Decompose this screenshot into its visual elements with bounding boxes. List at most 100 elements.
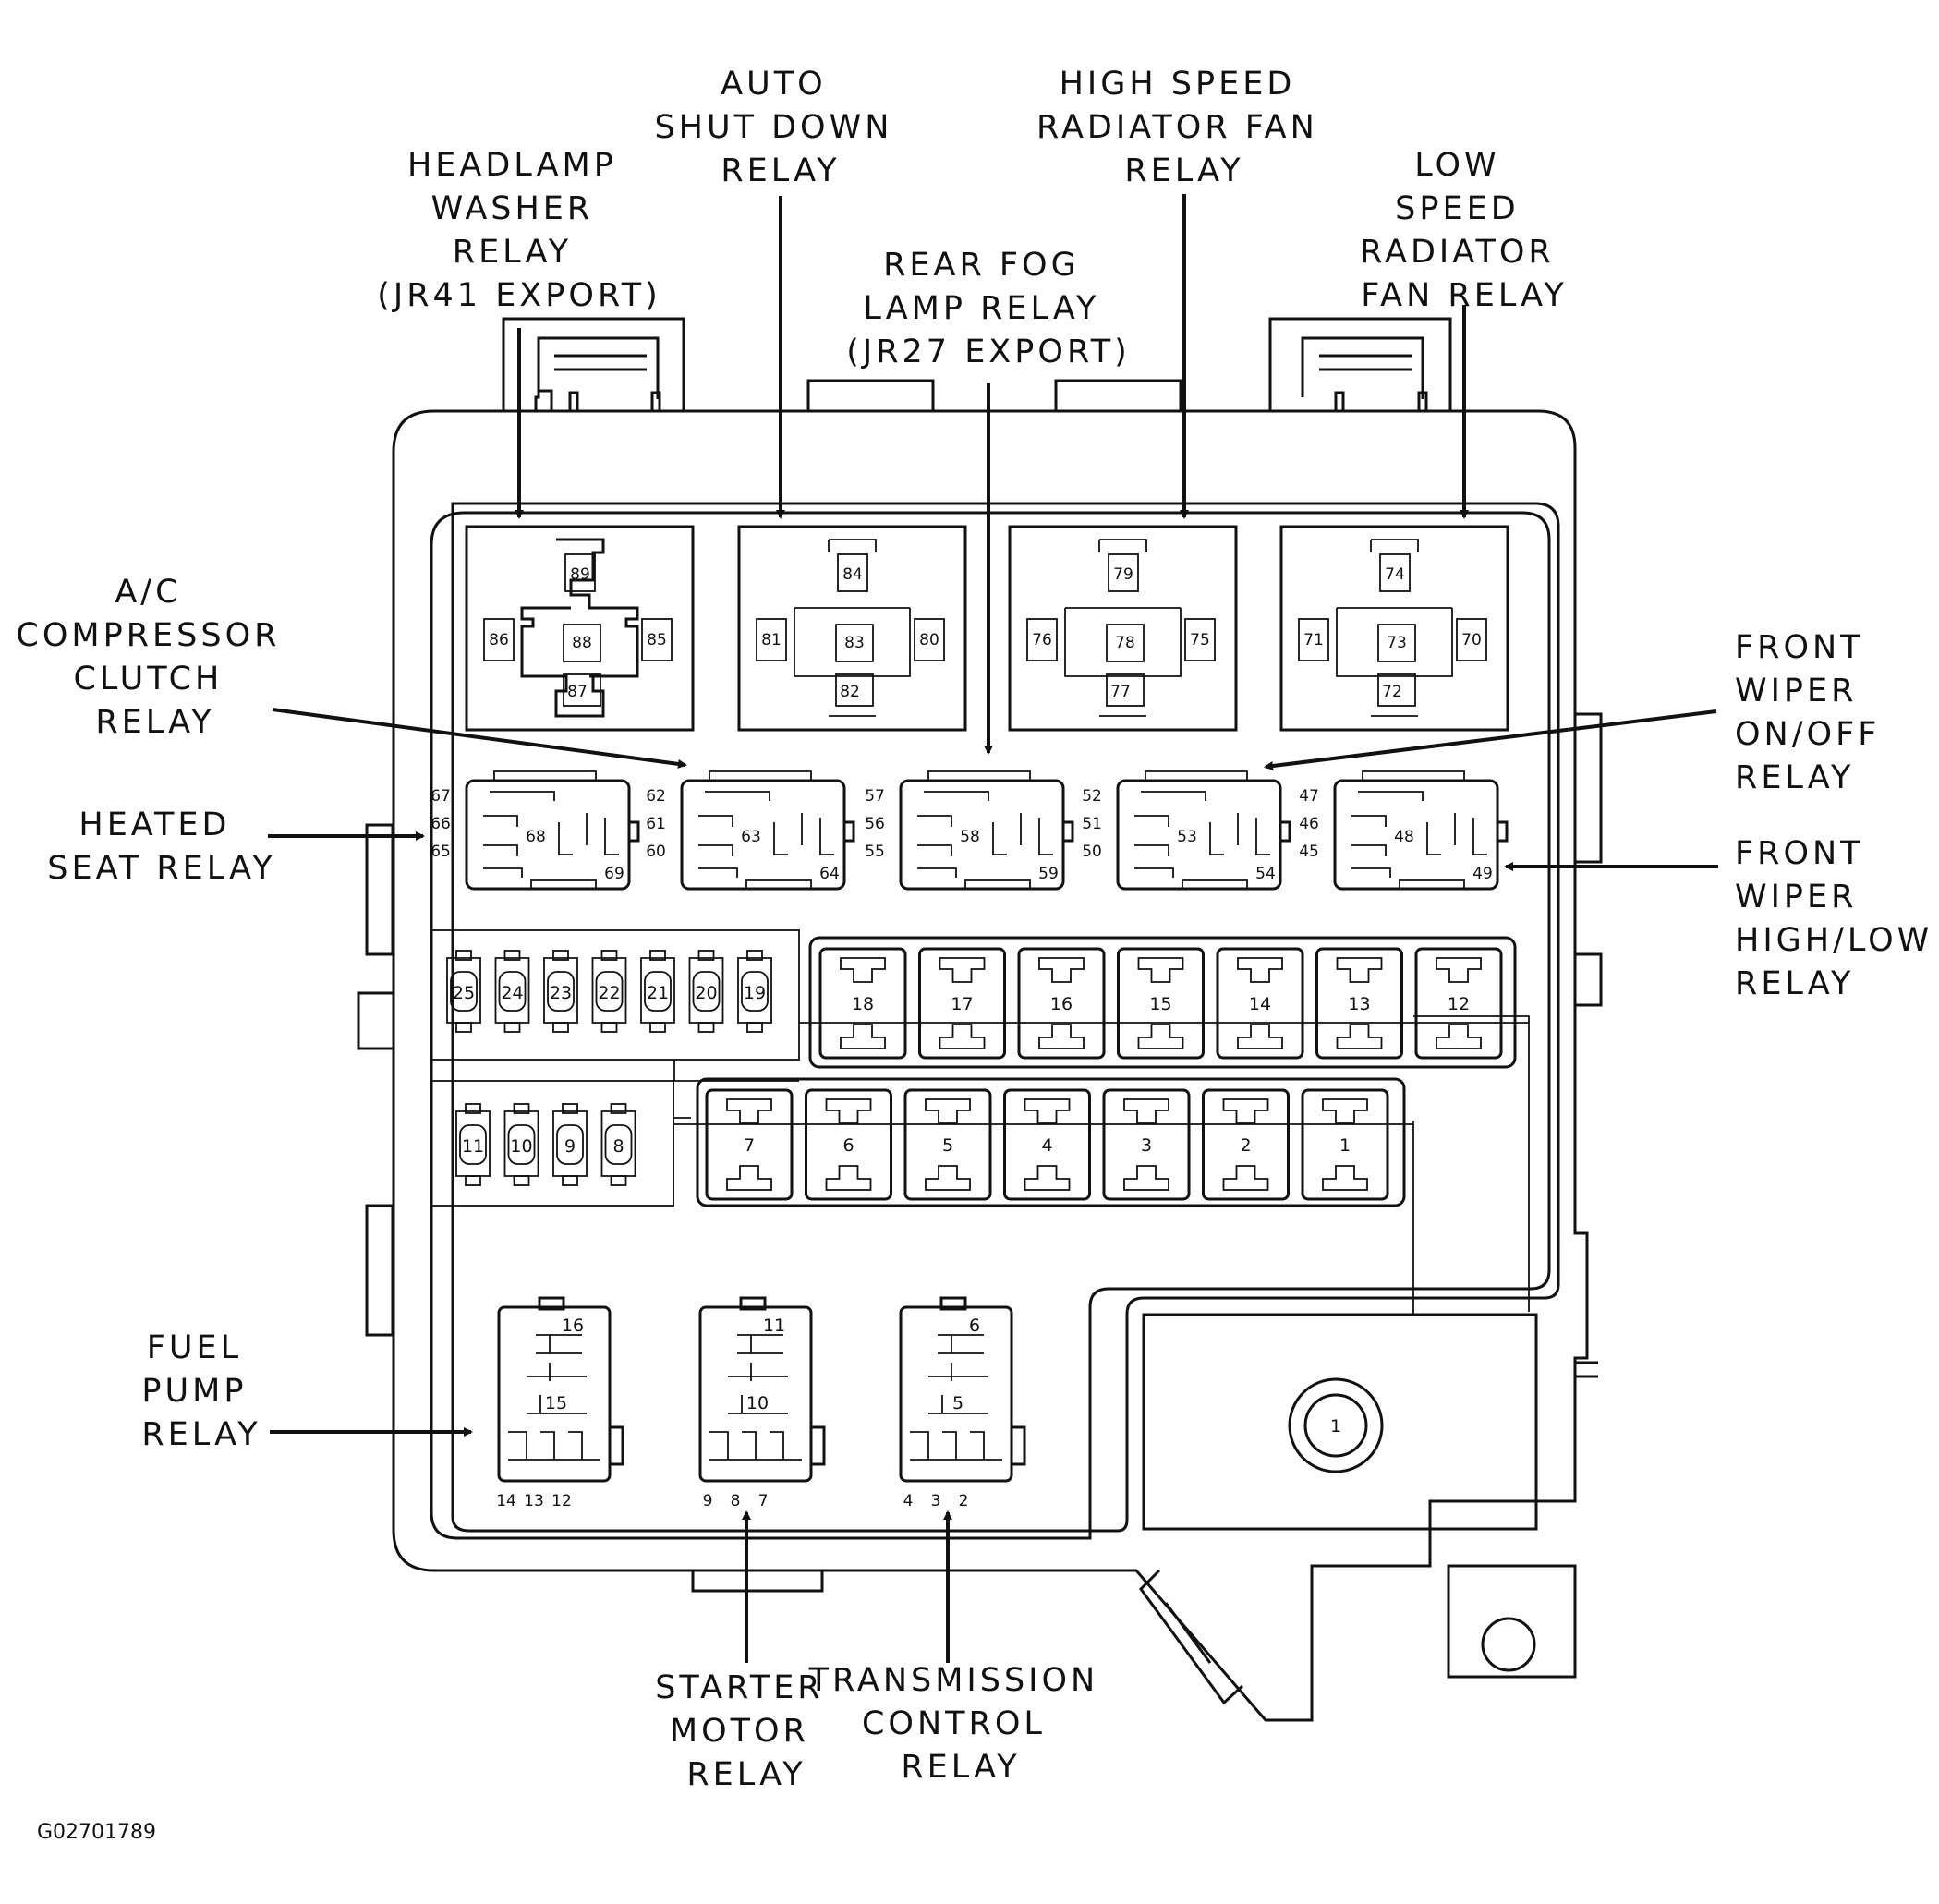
pin-label: 57	[865, 787, 885, 806]
mini-fuse[interactable]: 11	[455, 1103, 491, 1186]
mini-fuse[interactable]: 25	[446, 950, 481, 1033]
stud-label: 1	[1330, 1416, 1341, 1437]
relay-low-speed-fan[interactable]: 74 71 73 70 72	[1279, 525, 1509, 732]
callout-front-wiper-onoff: FRONT WIPER ON/OFF RELAY	[1735, 629, 1894, 796]
fuse-box-housing: 1	[357, 317, 1603, 1722]
fuse-number: 2	[1240, 1135, 1251, 1156]
pin-label: 63	[741, 828, 761, 846]
mini-fuse[interactable]: 24	[494, 950, 530, 1033]
fuse-number: 11	[462, 1136, 484, 1157]
pin-75: 75	[1190, 631, 1210, 649]
cartridge-fuse[interactable]: 4	[1003, 1088, 1091, 1201]
cartridge-fuse[interactable]: 3	[1102, 1088, 1191, 1201]
callout-front-wiper-highlow: FRONT WIPER HIGH/LOW RELAY	[1735, 835, 1939, 1002]
fuse-number: 18	[852, 994, 874, 1014]
pin-label: 13	[524, 1492, 544, 1510]
callout-high-speed-fan: HIGH SPEED RADIATOR FAN RELAY	[1036, 66, 1332, 189]
cartridge-fuse[interactable]: 5	[903, 1088, 992, 1201]
fuse-number: 23	[550, 983, 572, 1003]
cartridge-fuse[interactable]: 14	[1216, 947, 1304, 1060]
pin-label: 4	[903, 1492, 914, 1510]
pin-89: 89	[570, 565, 590, 584]
pin-84: 84	[842, 565, 863, 584]
fuse-number: 14	[1249, 994, 1271, 1014]
mini-fuse[interactable]: 9	[552, 1103, 588, 1186]
pin-label: 59	[1038, 865, 1059, 883]
fuse-number: 10	[510, 1136, 532, 1157]
pin-label: 55	[865, 843, 885, 861]
cartridge-fuse[interactable]: 2	[1202, 1088, 1290, 1201]
pin-label: 16	[562, 1316, 584, 1336]
pin-label: 60	[646, 843, 666, 861]
pin-label: 3	[931, 1492, 941, 1510]
cartridge-fuse[interactable]: 1	[1301, 1088, 1389, 1201]
mini-fuse[interactable]: 10	[503, 1103, 539, 1186]
mini-relay-bank: 6766656869626160636457565558595251505354…	[430, 770, 1509, 891]
fuse-number: 22	[598, 983, 620, 1003]
mini-fuse[interactable]: 23	[543, 950, 578, 1033]
cartridge-fuse[interactable]: 16	[1017, 947, 1106, 1060]
pin-label: 68	[526, 828, 546, 846]
cartridge-fuse[interactable]: 17	[918, 947, 1006, 1060]
pin-82: 82	[840, 683, 860, 701]
pin-label: 64	[819, 865, 840, 883]
pin-label: 66	[430, 815, 451, 833]
mini-fuse[interactable]: 21	[640, 950, 675, 1033]
pin-label: 6	[969, 1316, 980, 1336]
fuse-number: 19	[744, 983, 766, 1003]
relay-auto-shutdown[interactable]: 84 81 83 80 82	[737, 525, 967, 732]
pin-71: 71	[1303, 631, 1324, 649]
pin-87: 87	[567, 683, 588, 701]
callout-headlamp-washer: HEADLAMP WASHER RELAY (JR41 EXPORT)	[377, 147, 661, 314]
relay-high-speed-fan[interactable]: 79 76 78 75 77	[1008, 525, 1238, 732]
callout-auto-shutdown: AUTO SHUT DOWN RELAY	[654, 66, 906, 189]
pin-label: 49	[1472, 865, 1493, 883]
fuse-number: 21	[647, 983, 669, 1003]
pin-label: 14	[496, 1492, 516, 1510]
mini-fuse-row-lower: 11 10 9 8	[455, 1103, 636, 1186]
cartridge-fuse[interactable]: 6	[805, 1088, 892, 1201]
cartridge-fuse[interactable]: 7	[705, 1088, 794, 1201]
mini-fuse[interactable]: 8	[600, 1103, 636, 1186]
pin-label: 67	[430, 787, 451, 806]
mini-fuse[interactable]: 22	[591, 950, 627, 1033]
relay-headlamp-washer[interactable]: 89 86 88 85 87	[465, 525, 695, 732]
cartridge-fuse[interactable]: 13	[1315, 947, 1403, 1060]
fuse-number: 15	[1149, 994, 1171, 1014]
pin-83: 83	[844, 634, 865, 652]
pin-76: 76	[1032, 631, 1052, 649]
fuse-number: 9	[564, 1136, 576, 1157]
cartridge-fuse[interactable]: 18	[818, 947, 907, 1060]
pin-79: 79	[1113, 565, 1133, 584]
mini-fuse[interactable]: 19	[737, 950, 772, 1033]
mini-fuse-row-upper: 25 24 23 22 21 20 19	[446, 950, 772, 1033]
mini-fuse-panel	[430, 929, 800, 1207]
pin-86: 86	[489, 631, 509, 649]
pin-label: 2	[959, 1492, 969, 1510]
callout-starter-motor: STARTER MOTOR RELAY	[655, 1669, 838, 1793]
cartridge-fuse[interactable]: 12	[1414, 947, 1503, 1060]
callout-heated-seat: HEATED SEAT RELAY	[47, 806, 275, 887]
pin-81: 81	[761, 631, 782, 649]
mini-fuse[interactable]: 20	[688, 950, 724, 1033]
fuse-number: 16	[1050, 994, 1073, 1014]
callout-ac-clutch: A/C COMPRESSOR CLUTCH RELAY	[16, 574, 294, 741]
fuse-number: 7	[744, 1135, 755, 1156]
figure-id: G02701789	[37, 1821, 156, 1844]
pin-label: 48	[1394, 828, 1414, 846]
fuse-number: 25	[453, 983, 475, 1003]
callout-low-speed-fan: LOW SPEED RADIATOR FAN RELAY	[1360, 147, 1569, 314]
cartridge-fuse[interactable]: 15	[1117, 947, 1205, 1060]
